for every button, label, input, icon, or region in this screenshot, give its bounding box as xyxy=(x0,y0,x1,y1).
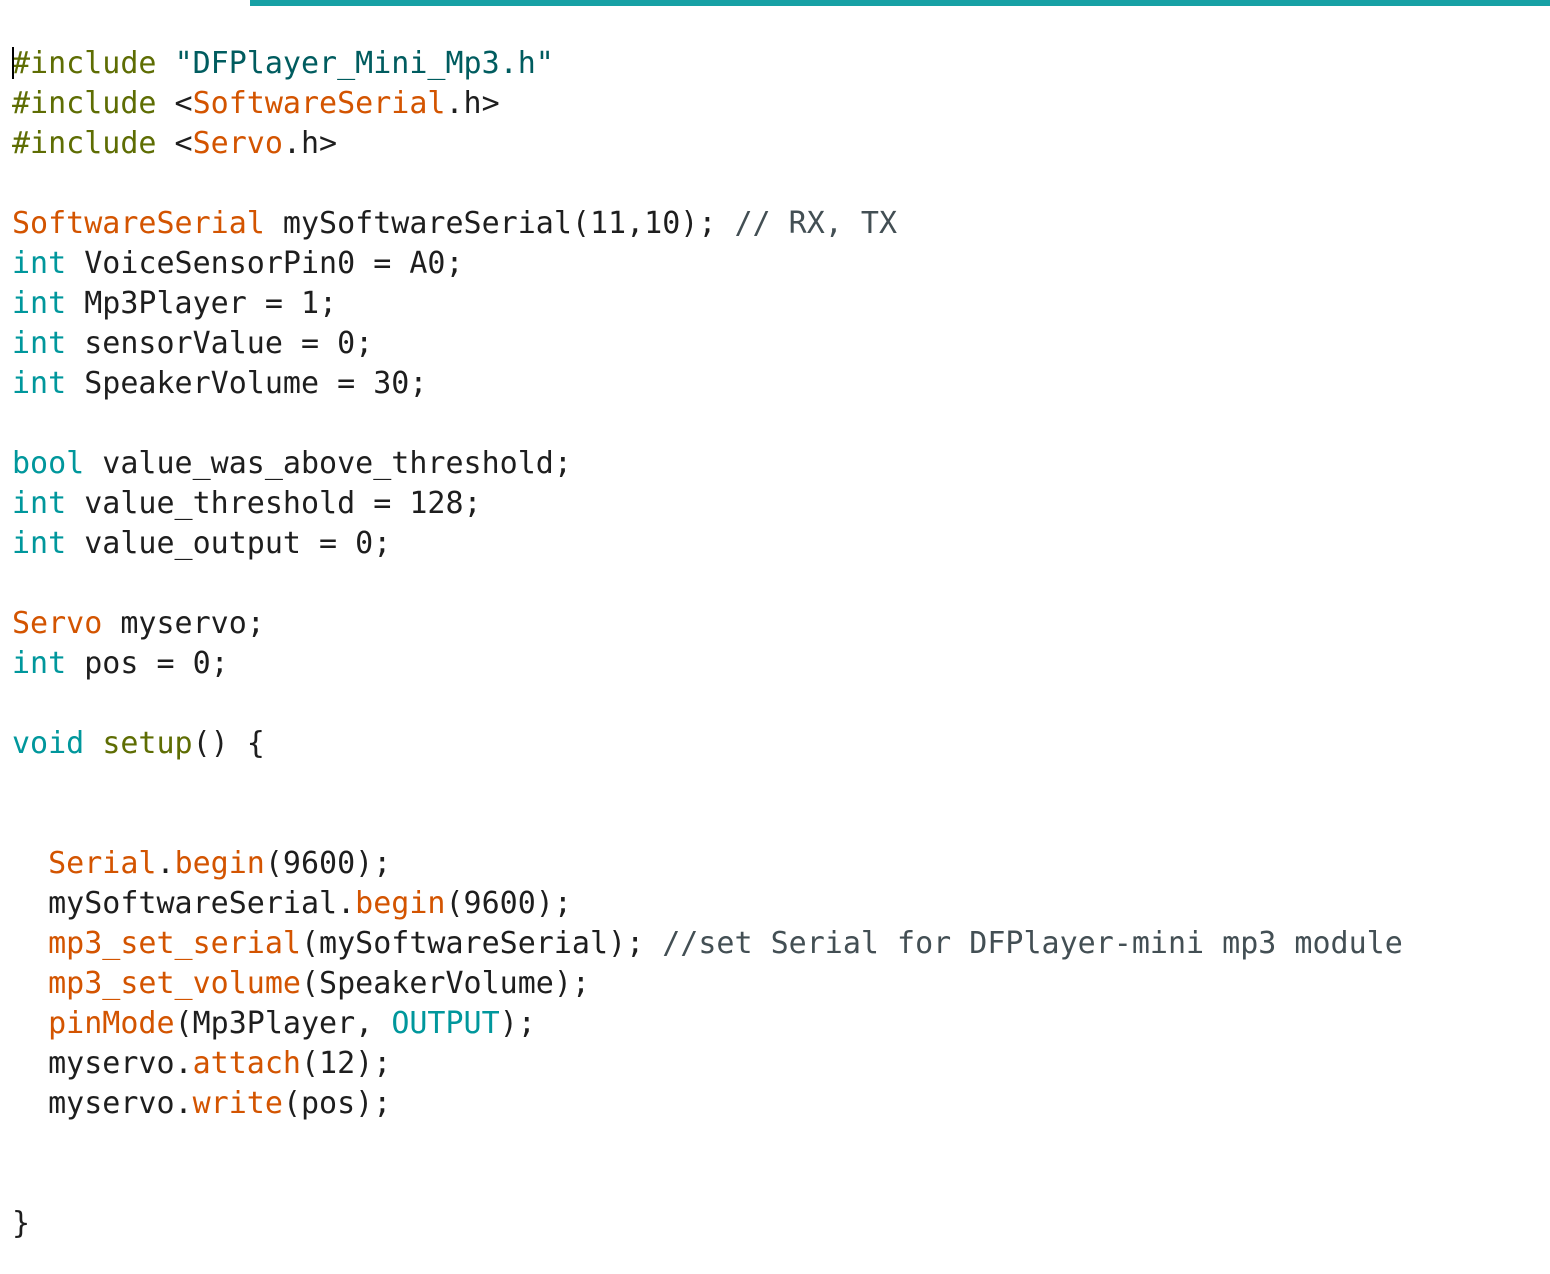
code-token: myservo. xyxy=(12,1086,193,1121)
code-token: SoftwareSerial xyxy=(12,206,265,241)
code-line[interactable]: bool value_was_above_threshold; xyxy=(12,444,1542,484)
code-token: myservo; xyxy=(102,606,265,641)
code-line[interactable]: #include <SoftwareSerial.h> xyxy=(12,84,1542,124)
code-token xyxy=(84,726,102,761)
code-token: } xyxy=(12,1206,31,1241)
code-token: int xyxy=(12,326,67,361)
code-token: #include xyxy=(12,46,157,81)
code-line[interactable] xyxy=(12,1124,1542,1164)
active-tab[interactable] xyxy=(0,0,250,6)
code-line[interactable]: #include "DFPlayer_Mini_Mp3.h" xyxy=(12,44,1542,84)
code-token: mp3_set_serial xyxy=(48,926,301,961)
code-token: Serial xyxy=(48,846,157,881)
code-line[interactable]: void setup() { xyxy=(12,724,1542,764)
code-line[interactable] xyxy=(12,564,1542,604)
code-token: pinMode xyxy=(48,1006,175,1041)
tab-bar-accent xyxy=(250,0,1550,6)
code-token: SoftwareSerial xyxy=(192,86,446,121)
code-line[interactable]: mySoftwareSerial.begin(9600); xyxy=(12,884,1542,924)
code-token: .h> xyxy=(282,126,338,161)
text-cursor xyxy=(12,46,14,79)
code-token: (pos); xyxy=(282,1086,392,1121)
code-line[interactable]: int VoiceSensorPin0 = A0; xyxy=(12,244,1542,284)
code-line[interactable]: myservo.attach(12); xyxy=(12,1044,1542,1084)
code-token: #include xyxy=(12,86,157,121)
code-token xyxy=(12,846,48,881)
code-token: #include xyxy=(12,126,157,161)
code-line[interactable]: Servo myservo; xyxy=(12,604,1542,644)
code-line[interactable]: Serial.begin(9600); xyxy=(12,844,1542,884)
code-token: myservo. xyxy=(12,1046,193,1081)
code-token: VoiceSensorPin0 = A0; xyxy=(66,246,464,281)
code-token: write xyxy=(192,1086,283,1121)
code-line[interactable]: int value_threshold = 128; xyxy=(12,484,1542,524)
code-token: Servo xyxy=(192,126,283,161)
code-token: Servo xyxy=(12,606,103,641)
code-line[interactable] xyxy=(12,164,1542,204)
code-token: value_output = 0; xyxy=(66,526,392,561)
code-token: int xyxy=(12,526,67,561)
code-token: attach xyxy=(192,1046,301,1081)
code-line[interactable]: int SpeakerVolume = 30; xyxy=(12,364,1542,404)
code-line[interactable]: mp3_set_volume(SpeakerVolume); xyxy=(12,964,1542,1004)
code-line[interactable]: int pos = 0; xyxy=(12,644,1542,684)
code-token: int xyxy=(12,286,67,321)
code-token: value_was_above_threshold; xyxy=(84,446,572,481)
code-token: .h> xyxy=(445,86,500,121)
code-token: sensorValue = 0; xyxy=(66,326,374,361)
code-line[interactable]: SoftwareSerial mySoftwareSerial(11,10); … xyxy=(12,204,1542,244)
code-line[interactable] xyxy=(12,404,1542,444)
code-token: value_threshold = 128; xyxy=(66,486,482,521)
code-token: ); xyxy=(499,1006,536,1041)
code-line[interactable] xyxy=(12,1164,1542,1204)
code-line[interactable]: } xyxy=(12,1204,1542,1244)
code-token: (12); xyxy=(301,1046,392,1081)
code-token: () { xyxy=(192,726,265,761)
code-token: < xyxy=(156,126,193,161)
code-line[interactable]: #include <Servo.h> xyxy=(12,124,1542,164)
code-token: "DFPlayer_Mini_Mp3.h" xyxy=(174,46,554,81)
code-line[interactable] xyxy=(12,804,1542,844)
code-token: // RX, TX xyxy=(734,206,898,241)
code-token: < xyxy=(156,86,193,121)
code-token xyxy=(157,46,175,81)
code-token: mySoftwareSerial. xyxy=(12,886,356,921)
code-editor[interactable]: #include "DFPlayer_Mini_Mp3.h"#include <… xyxy=(12,44,1542,1264)
code-token: begin xyxy=(355,886,446,921)
code-line[interactable]: myservo.write(pos); xyxy=(12,1084,1542,1124)
code-token: (9600); xyxy=(445,886,572,921)
code-token: (Mp3Player, xyxy=(174,1006,392,1041)
code-token: SpeakerVolume = 30; xyxy=(66,366,428,401)
code-line[interactable] xyxy=(12,764,1542,804)
code-token: begin xyxy=(174,846,265,881)
code-token: . xyxy=(156,846,175,881)
code-token: OUTPUT xyxy=(391,1006,500,1041)
code-token: bool xyxy=(12,446,85,481)
code-line[interactable]: int Mp3Player = 1; xyxy=(12,284,1542,324)
code-token: int xyxy=(12,646,67,681)
code-token: setup xyxy=(102,726,193,761)
code-token: //set Serial for DFPlayer-mini mp3 modul… xyxy=(662,926,1403,961)
code-token xyxy=(12,1006,48,1041)
code-token xyxy=(12,966,48,1001)
code-token: (9600); xyxy=(264,846,392,881)
code-token: (mySoftwareSerial); xyxy=(301,926,663,961)
code-token: void xyxy=(12,726,85,761)
code-token: int xyxy=(12,366,67,401)
code-token: mySoftwareSerial(11,10); xyxy=(264,206,735,241)
editor-tab-strip xyxy=(0,0,1550,6)
code-token: Mp3Player = 1; xyxy=(66,286,338,321)
code-line[interactable]: int sensorValue = 0; xyxy=(12,324,1542,364)
code-line[interactable]: mp3_set_serial(mySoftwareSerial); //set … xyxy=(12,924,1542,964)
code-token: (SpeakerVolume); xyxy=(301,966,590,1001)
code-token: mp3_set_volume xyxy=(48,966,301,1001)
code-line[interactable]: int value_output = 0; xyxy=(12,524,1542,564)
code-line[interactable]: pinMode(Mp3Player, OUTPUT); xyxy=(12,1004,1542,1044)
code-line[interactable] xyxy=(12,684,1542,724)
code-token: int xyxy=(12,246,67,281)
code-token xyxy=(12,926,48,961)
code-token: int xyxy=(12,486,67,521)
code-token: pos = 0; xyxy=(66,646,229,681)
